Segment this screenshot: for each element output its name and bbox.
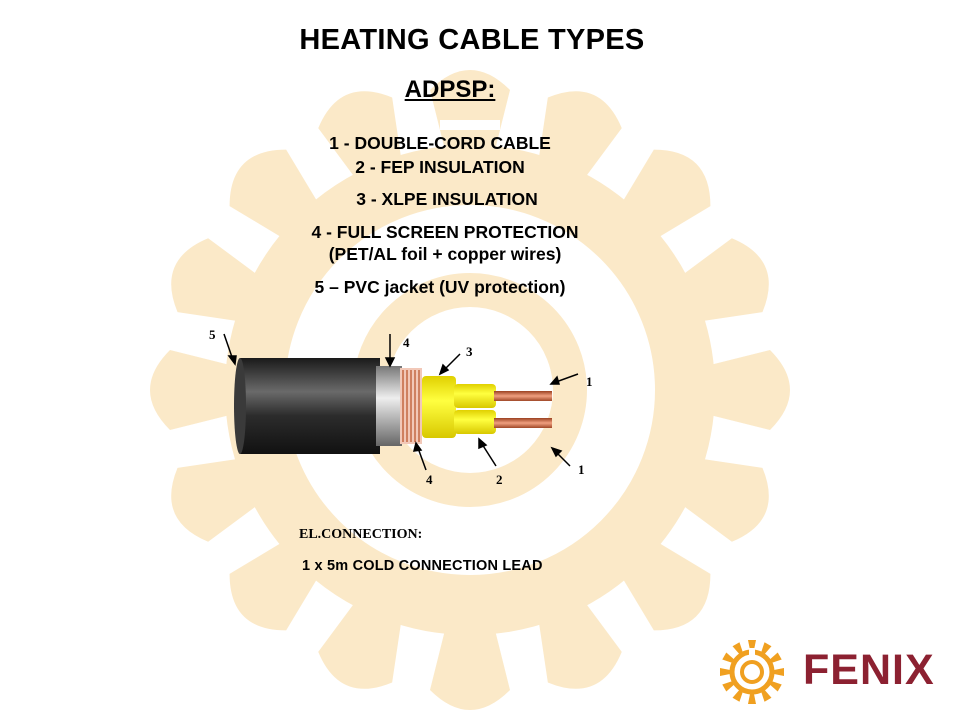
core-top [494, 391, 552, 401]
callout-3: 3 [466, 344, 473, 359]
sun-logo-icon [720, 640, 784, 704]
callout-5: 5 [209, 327, 216, 342]
fenix-logo: FENIX [718, 638, 943, 706]
logo-wordmark: FENIX [803, 646, 935, 694]
component-item-4-detail: (PET/AL foil + copper wires) [328, 244, 562, 264]
component-item-5: 5 – PVC jacket (UV protection) [314, 277, 566, 297]
electrical-connection-value: 1 x 5m COLD CONNECTION LEAD [302, 558, 543, 574]
callout-arrows [223, 333, 579, 471]
pvc-jacket [234, 358, 380, 454]
component-item-2: 2 - FEP INSULATION [355, 157, 525, 177]
slide-title: HEATING CABLE TYPES [299, 24, 645, 56]
cable-type-subtitle: ADPSP: [404, 76, 496, 103]
cable-diagram [223, 333, 579, 471]
component-item-3: 3 - XLPE INSULATION [356, 189, 538, 209]
callout-1-bottom: 1 [578, 462, 585, 477]
callout-4-top: 4 [403, 335, 410, 350]
component-item-1: 1 - DOUBLE-CORD CABLE [329, 133, 551, 153]
callout-4-bottom: 4 [426, 472, 433, 487]
copper-wire-screen [400, 368, 422, 444]
fep-insulation-top [454, 384, 496, 408]
callout-1-top: 1 [586, 374, 593, 389]
xlpe-insulation [422, 376, 456, 438]
component-item-4: 4 - FULL SCREEN PROTECTION [311, 222, 579, 242]
foil-screen [376, 366, 402, 446]
fep-insulation-bottom [454, 410, 496, 434]
electrical-connection-label: EL.CONNECTION: [299, 527, 423, 542]
callout-2: 2 [496, 472, 503, 487]
core-bottom [494, 418, 552, 428]
